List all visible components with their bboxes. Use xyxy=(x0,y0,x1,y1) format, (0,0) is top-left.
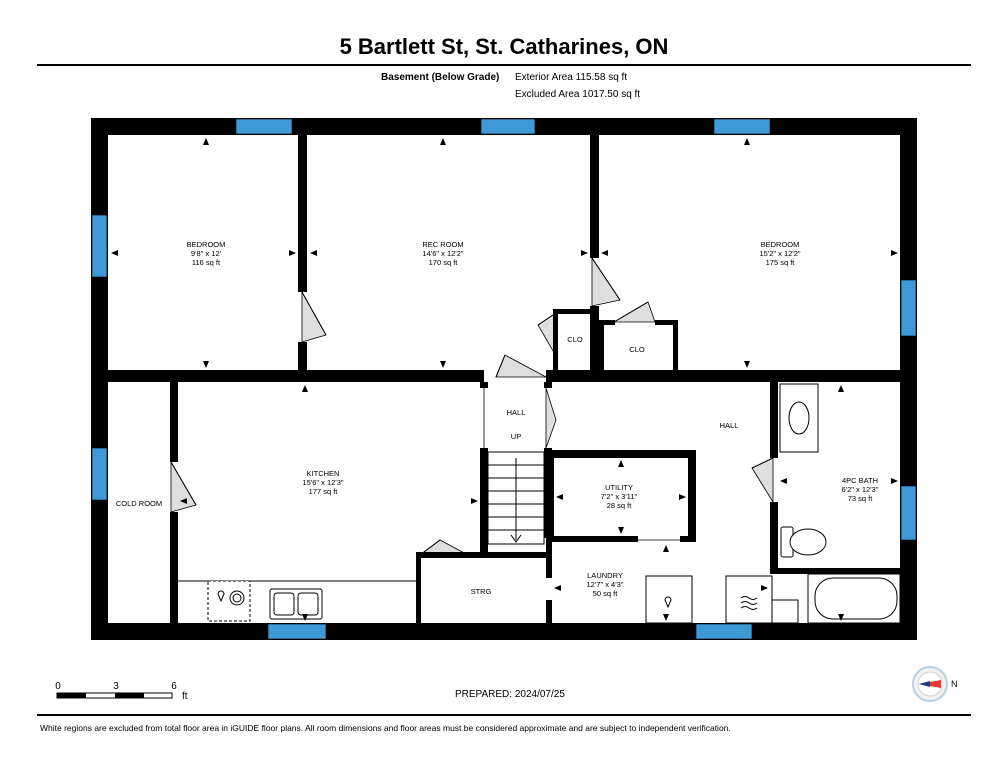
door-swings xyxy=(170,256,774,556)
utility-dims: 7'2" x 3'11" xyxy=(601,492,638,501)
exterior-area: Exterior Area 115.58 sq ft xyxy=(515,72,628,83)
windows xyxy=(91,118,917,640)
fixtures xyxy=(207,383,901,624)
bedroom-left-dims: 9'8" x 12' xyxy=(191,249,222,258)
utility-area: 28 sq ft xyxy=(607,501,633,510)
bedroom-left-name: BEDROOM xyxy=(187,240,226,249)
scale-tick-3: 3 xyxy=(113,681,119,692)
excluded-area: Excluded Area 1017.50 sq ft xyxy=(515,89,641,100)
bedroom-left-area: 116 sq ft xyxy=(192,258,221,267)
floor-label: Basement (Below Grade) xyxy=(381,72,500,83)
laundry-name: LAUNDRY xyxy=(587,571,623,580)
laundry-area: 50 sq ft xyxy=(593,589,619,598)
bedroom-right-area: 175 sq ft xyxy=(766,258,796,267)
kitchen-dims: 15'6" x 12'3" xyxy=(302,478,343,487)
property-address-title: 5 Bartlett St, St. Catharines, ON xyxy=(339,34,669,59)
scale-bar: 0 3 6 ft xyxy=(55,681,188,702)
closet-right-name: CLO xyxy=(629,345,645,354)
rec-room-name: REC ROOM xyxy=(422,240,463,249)
cold-room-name: COLD ROOM xyxy=(116,499,162,508)
main-hall-name: HALL xyxy=(720,421,739,430)
bath-dims: 6'2" x 12'3" xyxy=(842,485,879,494)
compass-icon: N xyxy=(912,666,958,702)
closet-left-name: CLO xyxy=(567,335,583,344)
rec-room-area: 170 sq ft xyxy=(429,258,459,267)
bath-name: 4PC BATH xyxy=(842,476,878,485)
laundry-dims: 12'7" x 4'3" xyxy=(587,580,624,589)
stair-up-label: UP xyxy=(511,432,521,441)
door-leaves xyxy=(170,257,774,556)
storage-name: STRG xyxy=(471,587,492,596)
dimension-arrows xyxy=(111,138,898,621)
walls xyxy=(91,118,917,640)
compass-north-label: N xyxy=(951,679,958,689)
utility-name: UTILITY xyxy=(605,483,633,492)
scale-unit: ft xyxy=(182,691,188,702)
kitchen-area: 177 sq ft xyxy=(309,487,339,496)
bedroom-right-name: BEDROOM xyxy=(761,240,800,249)
footer-divider xyxy=(37,714,971,716)
kitchen-name: KITCHEN xyxy=(307,469,340,478)
bath-area: 73 sq ft xyxy=(848,494,874,503)
stair-hall-name: HALL xyxy=(507,408,526,417)
room-labels: BEDROOM 9'8" x 12' 116 sq ft REC ROOM 14… xyxy=(116,240,879,598)
bedroom-right-dims: 15'2" x 12'2" xyxy=(759,249,800,258)
staircase xyxy=(487,451,545,545)
header-divider xyxy=(37,64,971,66)
disclaimer-text: White regions are excluded from total fl… xyxy=(40,723,731,733)
washer-symbol xyxy=(740,596,758,610)
scale-tick-6: 6 xyxy=(171,681,177,692)
rec-room-dims: 14'6" x 12'2" xyxy=(422,249,463,258)
prepared-date: PREPARED: 2024/07/25 xyxy=(455,689,565,700)
scale-tick-0: 0 xyxy=(55,681,61,692)
